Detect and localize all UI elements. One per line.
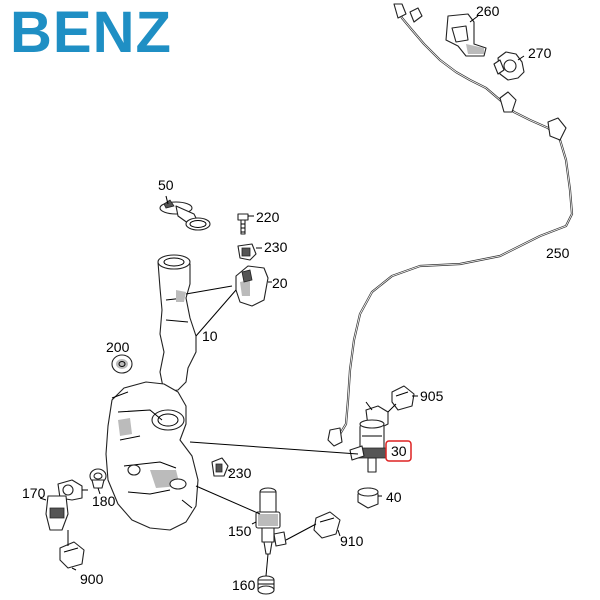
label-250: 250	[546, 245, 570, 261]
part-905-connector	[391, 385, 418, 411]
part-40-plug	[357, 487, 382, 509]
part-200-grommet	[111, 354, 133, 374]
label-180: 180	[92, 493, 116, 509]
part-220-bolt	[237, 213, 254, 235]
part-180-grommet	[89, 468, 107, 495]
label-910: 910	[340, 533, 364, 549]
highlight-box-30	[385, 440, 412, 462]
label-260: 260	[476, 3, 500, 19]
label-20: 20	[272, 275, 288, 291]
part-50-cap	[159, 195, 211, 231]
label-230-lower: 230	[228, 465, 252, 481]
hose-line-250	[327, 3, 574, 447]
label-270: 270	[528, 45, 552, 61]
part-150-level-sensor	[251, 487, 287, 555]
label-40: 40	[386, 489, 402, 505]
part-30-washer-pump	[349, 401, 389, 473]
part-20-bracket	[235, 265, 272, 307]
label-170: 170	[22, 485, 46, 501]
part-260-clip	[445, 13, 487, 57]
part-160-seal	[257, 575, 275, 595]
label-10: 10	[202, 328, 218, 344]
brand-logo: BENZ	[10, 0, 172, 65]
label-220: 220	[256, 209, 280, 225]
leader-lines	[67, 285, 397, 577]
part-170-washer-pump	[39, 479, 88, 531]
label-200: 200	[106, 339, 130, 355]
label-30: 30	[391, 443, 407, 459]
part-230-nut-lower	[211, 457, 233, 477]
part-900-connector	[59, 541, 85, 571]
part-910-connector	[313, 511, 341, 539]
label-50: 50	[158, 177, 174, 193]
label-150: 150	[228, 523, 252, 539]
label-900: 900	[80, 571, 104, 587]
part-10-reservoir	[105, 254, 199, 531]
label-160: 160	[232, 577, 256, 593]
label-230-upper: 230	[264, 239, 288, 255]
part-270-clip	[493, 51, 525, 81]
label-905: 905	[420, 388, 444, 404]
part-230-nut-upper	[237, 243, 262, 261]
